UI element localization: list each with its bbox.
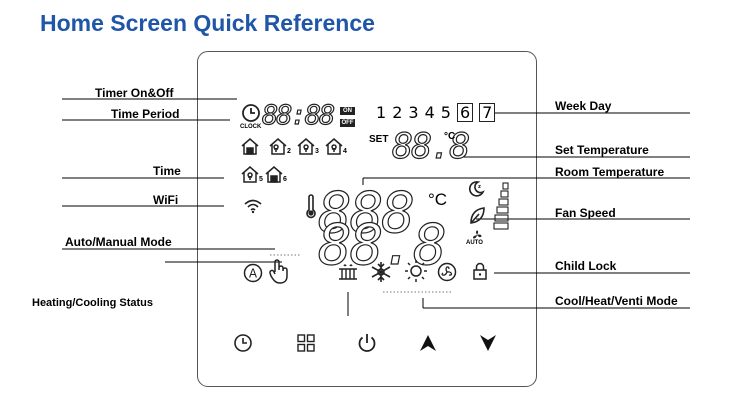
fan-icon (473, 230, 482, 239)
set-temp-digits: 88.8 (391, 126, 471, 167)
vent-icon (437, 262, 457, 282)
time-digits: 88:88 (261, 99, 335, 131)
period-num-2: 2 (287, 148, 291, 155)
week-day-3: 3 (408, 103, 419, 122)
clock-button[interactable] (233, 333, 253, 353)
heating-icon (339, 264, 357, 280)
period-num-4: 4 (343, 148, 347, 155)
room-temp-digits-top: 888 (317, 180, 415, 246)
period-num-6: 6 (283, 176, 287, 183)
clock-label: CLOCK (240, 124, 262, 130)
wifi-icon (244, 199, 262, 214)
week-day-4: 4 (424, 103, 435, 122)
house-icon (241, 166, 283, 183)
hand-icon (269, 259, 288, 284)
page-title: Home Screen Quick Reference (40, 10, 375, 36)
set-label: SET (369, 134, 389, 145)
power-button[interactable] (356, 332, 378, 354)
timer-off-indicator: OFF (340, 119, 355, 127)
week-day-6: 6 (456, 103, 474, 122)
week-day-5: 5 (440, 103, 451, 122)
snowflake-icon (371, 262, 391, 282)
menu-button[interactable] (296, 333, 316, 353)
house-icon (241, 138, 343, 155)
week-day-7: 7 (479, 103, 496, 122)
period-num-5: 5 (259, 176, 263, 183)
label-heating-cooling: Heating/Cooling Status (32, 297, 153, 309)
lock-icon (473, 262, 487, 280)
arrow-down-button[interactable] (479, 334, 497, 352)
label-time: Time (153, 164, 181, 178)
label-set-temp: Set Temperature (555, 143, 649, 157)
timer-on-indicator: ON (340, 107, 355, 115)
fan-speed-bars (493, 182, 509, 230)
thermometer-icon (306, 194, 316, 219)
label-auto-manual: Auto/Manual Mode (65, 235, 172, 249)
label-child-lock: Child Lock (555, 259, 617, 273)
svg-text:A: A (249, 267, 258, 281)
label-time-period: Time Period (111, 107, 180, 121)
auto-mode-icon: A (243, 263, 263, 283)
label-wifi: WiFi (153, 193, 179, 207)
label-room-temp: Room Temperature (555, 165, 665, 179)
label-timer: Timer On&Off (95, 86, 174, 100)
svg-text:z: z (478, 184, 481, 190)
room-temp-digits-bottom: 88.8 (317, 212, 447, 278)
week-day-2: 2 (392, 103, 403, 122)
label-mode: Cool/Heat/Venti Mode (555, 294, 678, 308)
moon-icon: z (468, 181, 485, 197)
label-week-day: Week Day (555, 99, 612, 113)
auto-label: AUTO (466, 240, 483, 246)
week-day-1: 1 (376, 103, 387, 122)
leaf-icon (470, 207, 485, 224)
period-num-3: 3 (315, 148, 319, 155)
week-days: 1 2 3 4 5 6 7 (376, 103, 496, 122)
arrow-up-button[interactable] (419, 334, 437, 352)
label-fan-speed: Fan Speed (555, 206, 616, 220)
sun-icon (405, 260, 427, 282)
set-temp-unit: °C (444, 131, 456, 142)
room-temp-unit: °C (428, 190, 448, 209)
clock-icon (242, 104, 260, 122)
